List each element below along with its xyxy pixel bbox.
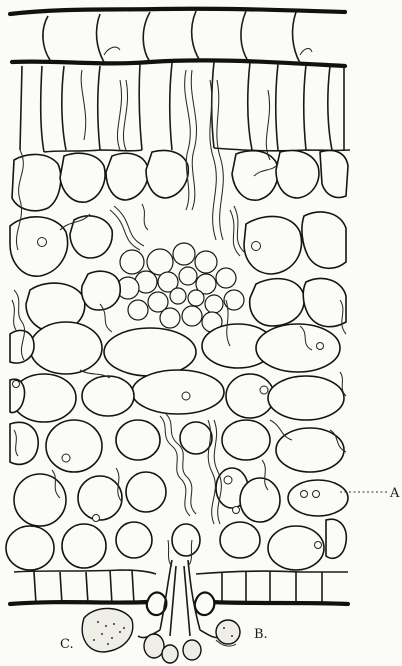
label-c: C. [60, 637, 74, 652]
upper-epidermis [10, 9, 345, 66]
mesophyll-cells [6, 151, 348, 570]
vascular-bundle [117, 243, 244, 332]
label-a: A [389, 486, 400, 501]
spore-c [82, 608, 133, 652]
lower-epidermis [10, 570, 348, 604]
spore-b [216, 620, 240, 644]
spores [82, 608, 240, 663]
label-b: B. [254, 627, 268, 642]
